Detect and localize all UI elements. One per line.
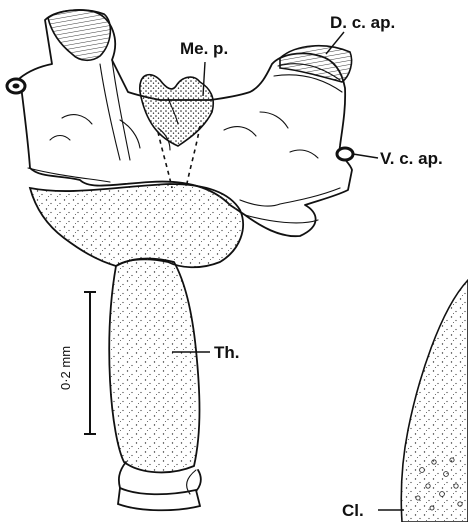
dorsal-cirrus-apparatus xyxy=(280,46,352,82)
median-process xyxy=(140,75,213,146)
label-clitellum: Cl. xyxy=(342,501,364,520)
label-ventral-cirrus-apparatus: V. c. ap. xyxy=(380,149,443,168)
left-pore-ring xyxy=(7,79,25,93)
stippled-collar xyxy=(30,184,243,267)
left-dorsal-lobe xyxy=(48,10,110,60)
label-median-process: Me. p. xyxy=(180,39,228,58)
thoracic-stalk xyxy=(109,259,201,511)
label-dorsal-cirrus-apparatus: D. c. ap. xyxy=(330,13,395,32)
scale-bar: 0·2 mm xyxy=(58,292,96,434)
scale-bar-label: 0·2 mm xyxy=(58,346,73,390)
ventral-cirrus-ring xyxy=(337,148,353,160)
clitellum-region xyxy=(401,280,468,522)
label-thoracic-stalk: Th. xyxy=(214,343,240,362)
